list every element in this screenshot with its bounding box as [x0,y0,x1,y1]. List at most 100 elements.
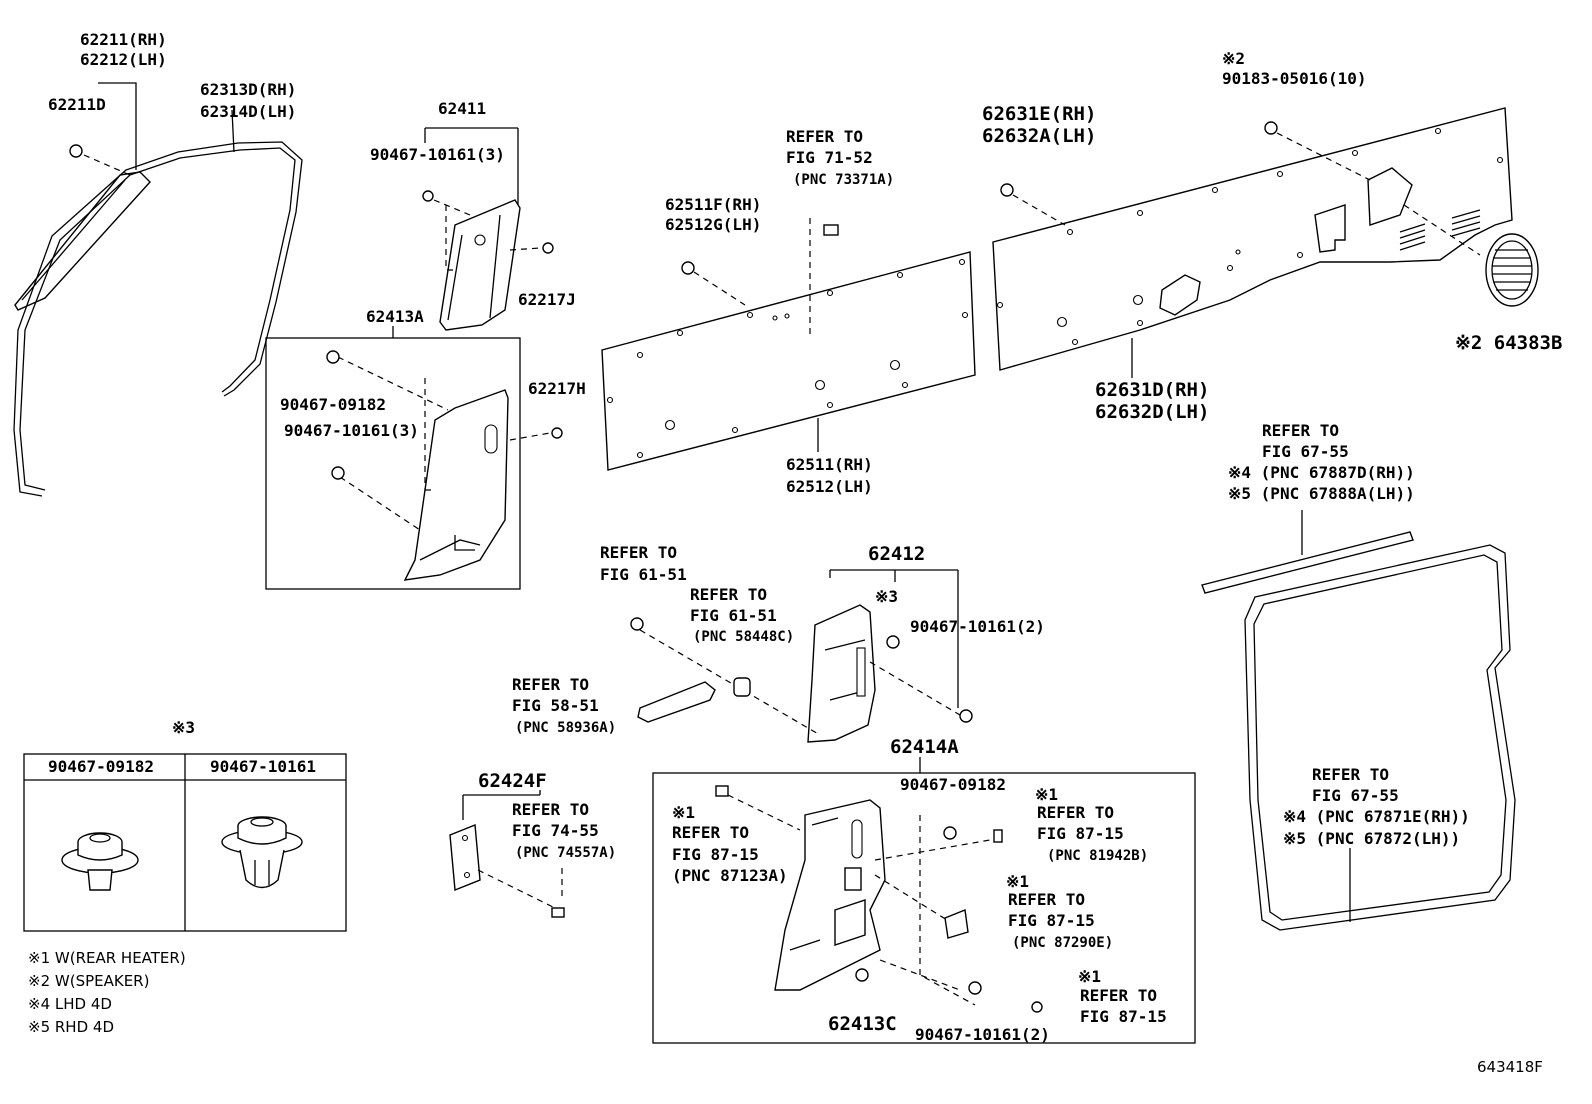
svg-text:REFER TO: REFER TO [1262,421,1339,440]
door-weatherstrip-67871E [1201,510,1516,931]
clip-62511F-icon [681,261,695,275]
note-2: ※2 W(SPEAKER) [28,972,149,990]
part-74557A-icon [551,907,565,918]
diagram-id: 643418F [1477,1058,1543,1076]
clip-87-15-icon [1031,1001,1043,1013]
label-90467-09182-b: 90467-09182 [900,775,1006,794]
label-62217J: 62217J [518,290,576,309]
label-62631D: 62631D(RH) [1095,379,1209,401]
part-81942B-icon [993,829,1003,843]
svg-text:REFER TO: REFER TO [1080,986,1157,1005]
label-62314D: 62314D(LH) [200,102,296,121]
label-62411: 62411 [438,99,486,118]
label-62212: 62212(LH) [80,50,167,69]
clip-62631E-icon [1000,183,1014,197]
bolt-58448-icon [630,617,644,631]
label-62413C: 62413C [828,1013,897,1035]
pillar-garnish-62211 [14,82,151,311]
clip-62217H-icon [551,427,563,439]
belt-guide-58936A-icon [637,681,716,723]
label-90467-10161-2a: 90467-10161(2) [910,617,1045,636]
clip-90467-10161-icon [886,635,900,649]
clip-90467-10161-icon [968,981,982,995]
svg-text:※5 (PNC 67872(LH)): ※5 (PNC 67872(LH)) [1283,829,1460,848]
clip-legend-table: ※3 90467-09182 90467-10161 [23,718,347,932]
label-64383B: ※2 64383B [1455,332,1562,354]
label-clip-mark-3: ※3 [875,587,898,606]
label-62313D: 62313D(RH) [200,80,296,99]
label-90467-10161-2b: 90467-10161(2) [915,1025,1050,1044]
legend-col-10161: 90467-10161 [210,757,316,776]
svg-text:※1: ※1 [1078,967,1101,986]
part-87123A-icon [715,785,729,797]
svg-text:(PNC 73371A): (PNC 73371A) [793,172,894,188]
clip-90467-10161-icon [331,466,345,480]
clip-09182-drawing [61,832,139,891]
svg-text:※4 (PNC 67887D(RH)): ※4 (PNC 67887D(RH)) [1228,463,1415,482]
svg-text:※1: ※1 [1035,785,1058,804]
svg-text:FIG 87-15: FIG 87-15 [1037,824,1124,843]
svg-text:FIG 61-51: FIG 61-51 [690,606,777,625]
assembly-box-62413A [265,326,563,590]
svg-text:(PNC 58448C): (PNC 58448C) [693,629,794,645]
svg-text:FIG 67-55: FIG 67-55 [1262,442,1349,461]
svg-text:FIG 74-55: FIG 74-55 [512,821,599,840]
cover-58448C-icon [733,677,751,697]
note-5: ※5 RHD 4D [28,1018,114,1036]
label-62512: 62512(LH) [786,477,873,496]
label-62412: 62412 [868,543,925,565]
svg-text:FIG 71-52: FIG 71-52 [786,148,873,167]
refer-fig-87-15-a: ※1 REFER TO FIG 87-15 (PNC 87123A) [672,803,788,885]
svg-text:FIG 58-51: FIG 58-51 [512,696,599,715]
clip-90467-09182-icon [943,826,957,840]
clip-62217J-icon [542,242,554,254]
label-62631E: 62631E(RH) [982,103,1096,125]
svg-text:※4 (PNC 67871E(RH)): ※4 (PNC 67871E(RH)) [1283,807,1470,826]
side-panel-62631D [992,107,1539,378]
refer-fig-87-15-b: ※1 REFER TO FIG 87-15 (PNC 81942B) [1035,785,1148,864]
refer-fig-87-15-d: ※1 REFER TO FIG 87-15 [1078,967,1167,1026]
svg-text:FIG 61-51: FIG 61-51 [600,565,687,584]
clip-62211D-icon [69,144,83,158]
label-62632D: 62632D(LH) [1095,401,1209,423]
svg-text:FIG 87-15: FIG 87-15 [672,845,759,864]
svg-text:REFER TO: REFER TO [1312,765,1389,784]
refer-fig-61-51-a: REFER TO FIG 61-51 [600,543,687,584]
svg-text:FIG 87-15: FIG 87-15 [1080,1007,1167,1026]
speaker-grille-slots [1399,209,1481,251]
svg-text:REFER TO: REFER TO [600,543,677,562]
legend-col-09182: 90467-09182 [48,757,154,776]
pillar-garnish-62411 [422,127,554,331]
assembly-box-62414A [652,757,1196,1044]
svg-text:REFER TO: REFER TO [690,585,767,604]
svg-text:※1: ※1 [1006,872,1029,891]
svg-text:※5 (PNC 67888A(LH)): ※5 (PNC 67888A(LH)) [1228,484,1415,503]
clip-90467-10161-icon [959,709,973,723]
label-62512G: 62512G(LH) [665,215,761,234]
label-62414A: 62414A [890,736,959,758]
panel-62511-holes [606,258,969,459]
label-90467-10161-3a: 90467-10161(3) [370,145,505,164]
panel-62631D-holes [996,127,1504,346]
svg-text:(PNC 74557A): (PNC 74557A) [515,845,616,861]
label-62424F: 62424F [478,770,547,792]
refer-fig-71-52: REFER TO FIG 71-52 (PNC 73371A) [786,127,894,188]
svg-text:(PNC 81942B): (PNC 81942B) [1047,848,1148,864]
refer-fig-74-55: REFER TO FIG 74-55 (PNC 74557A) [512,800,616,861]
label-62511F: 62511F(RH) [665,195,761,214]
speaker-grille-64383B [1485,233,1539,307]
svg-text:FIG 87-15: FIG 87-15 [1008,911,1095,930]
clip-62413C-icon [855,968,869,982]
note-4: ※4 LHD 4D [28,995,112,1013]
screw-90183-icon [1264,121,1278,135]
svg-text:REFER TO: REFER TO [512,675,589,694]
label-90467-09182-a: 90467-09182 [280,395,386,414]
part-87290E-icon [944,909,969,939]
quarter-panel-62511 [601,218,976,471]
clip-90467-09182-icon [326,350,340,364]
clip-10161-drawing [221,816,303,889]
note-1: ※1 W(REAR HEATER) [28,949,186,967]
svg-text:(PNC 58936A): (PNC 58936A) [515,720,616,736]
